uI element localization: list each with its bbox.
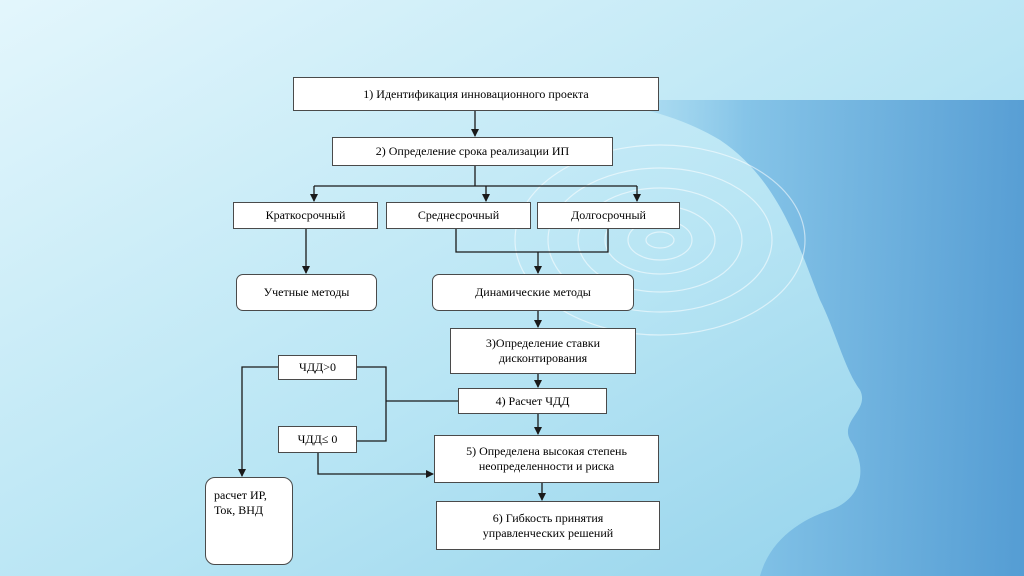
step4-npv-calc-box: 4) Расчет ЧДД <box>458 388 607 414</box>
step2-label: 2) Определение срока реализации ИП <box>375 144 570 158</box>
step4-label: 4) Расчет ЧДД <box>495 393 570 408</box>
accounting-methods-label: Учетные методы <box>263 285 350 299</box>
line-medium-long-join <box>455 229 609 253</box>
step5-uncertainty-box: 5) Определена высокая степень неопределе… <box>434 435 659 483</box>
arrow-npv-nonpositive-to-step5 <box>317 453 434 478</box>
step2-term-box: 2) Определение срока реализации ИП <box>332 137 613 166</box>
npv-positive-label: ЧДД>0 <box>299 360 336 374</box>
short-term-box: Краткосрочный <box>233 202 378 229</box>
arrow-npv-positive-to-calc <box>238 366 278 477</box>
calc-result-box: расчет ИР, Ток, ВНД <box>205 477 293 565</box>
accounting-methods-box: Учетные методы <box>236 274 377 311</box>
step5-label: 5) Определена высокая степень неопределе… <box>466 444 627 473</box>
long-term-label: Долгосрочный <box>571 208 646 222</box>
step1-identification-box: 1) Идентификация инновационного проекта <box>293 77 659 111</box>
step1-label: 1) Идентификация инновационного проекта <box>363 86 589 101</box>
dynamic-methods-label: Динамические методы <box>475 285 591 299</box>
line-npv-bracket <box>357 366 387 442</box>
short-term-label: Краткосрочный <box>265 208 346 222</box>
medium-term-box: Среднесрочный <box>386 202 531 229</box>
step6-label: 6) Гибкость принятия управленческих реше… <box>482 510 614 540</box>
npv-nonpositive-label: ЧДД≤ 0 <box>297 432 338 446</box>
step6-flexibility-box: 6) Гибкость принятия управленческих реше… <box>436 501 660 550</box>
npv-positive-box: ЧДД>0 <box>278 355 357 380</box>
calc-result-label: расчет ИР, Ток, ВНД <box>214 488 267 517</box>
medium-term-label: Среднесрочный <box>417 208 500 222</box>
step3-discount-rate-box: 3)Определение ставки дисконтирования <box>450 328 636 374</box>
step3-label: 3)Определение ставки дисконтирования <box>485 336 601 365</box>
dynamic-methods-box: Динамические методы <box>432 274 634 311</box>
npv-nonpositive-box: ЧДД≤ 0 <box>278 426 357 453</box>
long-term-box: Долгосрочный <box>537 202 680 229</box>
